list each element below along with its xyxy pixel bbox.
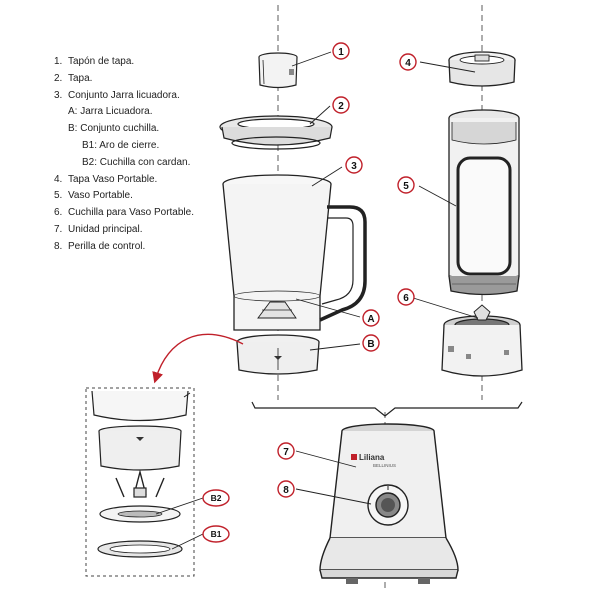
detail-locking-ring: [97, 540, 183, 558]
callout-3: 3: [345, 156, 363, 174]
svg-text:8: 8: [283, 485, 289, 496]
legend-item-2: 2.Tapa.: [54, 72, 93, 84]
legend-item-3: 3.Conjunto Jarra licuadora.: [54, 89, 180, 101]
svg-text:3: 3: [351, 161, 357, 172]
svg-text:7: 7: [283, 447, 289, 458]
callout-4: 4: [399, 53, 417, 71]
portable-blade-unit: [441, 304, 523, 377]
svg-text:B1: B1: [211, 529, 222, 539]
detail-blade-with-gasket: [99, 469, 181, 523]
callout-5: 5: [397, 176, 415, 194]
legend-item-1: 1.Tapón de tapa.: [54, 56, 135, 67]
lid-cap-plug: [258, 52, 298, 89]
callout-A: A: [362, 309, 380, 327]
portable-cup-lid: [448, 51, 516, 87]
detail-jar-base: [91, 390, 191, 471]
blender-jar: [222, 174, 367, 331]
svg-text:BELLINIUS: BELLINIUS: [373, 463, 396, 468]
callout-8: 8: [277, 480, 295, 498]
assembly-brace: [251, 401, 523, 417]
svg-text:Liliana: Liliana: [359, 453, 385, 462]
detail-callout-arrow: [152, 333, 244, 384]
parts-legend: 1.Tapón de tapa. 2.Tapa. 3.Conjunto Jarr…: [54, 54, 194, 256]
svg-text:2: 2: [338, 101, 344, 112]
legend-item-4: 4.Tapa Vaso Portable.: [54, 173, 158, 185]
legend-item-3b: B: Conjunto cuchilla.: [68, 123, 160, 135]
callout-B1: B1: [202, 525, 230, 543]
portable-cup: [448, 109, 520, 296]
legend-item-3b1: B1: Aro de cierre.: [82, 139, 160, 151]
svg-text:1: 1: [338, 47, 344, 58]
legend-item-3a: A: Jarra Licuadora.: [68, 106, 153, 118]
legend-item-7: 7.Unidad principal.: [54, 223, 143, 235]
svg-text:A: A: [367, 314, 374, 325]
callout-6: 6: [397, 288, 415, 306]
svg-text:5: 5: [403, 181, 409, 192]
legend-item-5: 5.Vaso Portable.: [54, 190, 133, 202]
leader-lines: [155, 51, 479, 550]
legend-item-8: 8.Perilla de control.: [54, 240, 146, 252]
callout-2: 2: [332, 96, 350, 114]
control-knob: [367, 484, 409, 526]
callout-1: 1: [332, 42, 350, 60]
callout-B: B: [362, 334, 380, 352]
blade-base-assembly: [236, 334, 320, 375]
legend-item-6: 6.Cuchilla para Vaso Portable.: [54, 207, 194, 219]
brand-logo: Liliana BELLINIUS: [351, 453, 396, 468]
svg-text:6: 6: [403, 293, 409, 304]
svg-text:B2: B2: [211, 493, 222, 503]
callout-B2: B2: [202, 489, 230, 507]
callout-7: 7: [277, 442, 295, 460]
legend-item-3b2: B2: Cuchilla con cardan.: [82, 156, 191, 168]
svg-text:B: B: [367, 339, 374, 350]
svg-text:4: 4: [405, 58, 411, 69]
blender-lid: [219, 115, 333, 150]
